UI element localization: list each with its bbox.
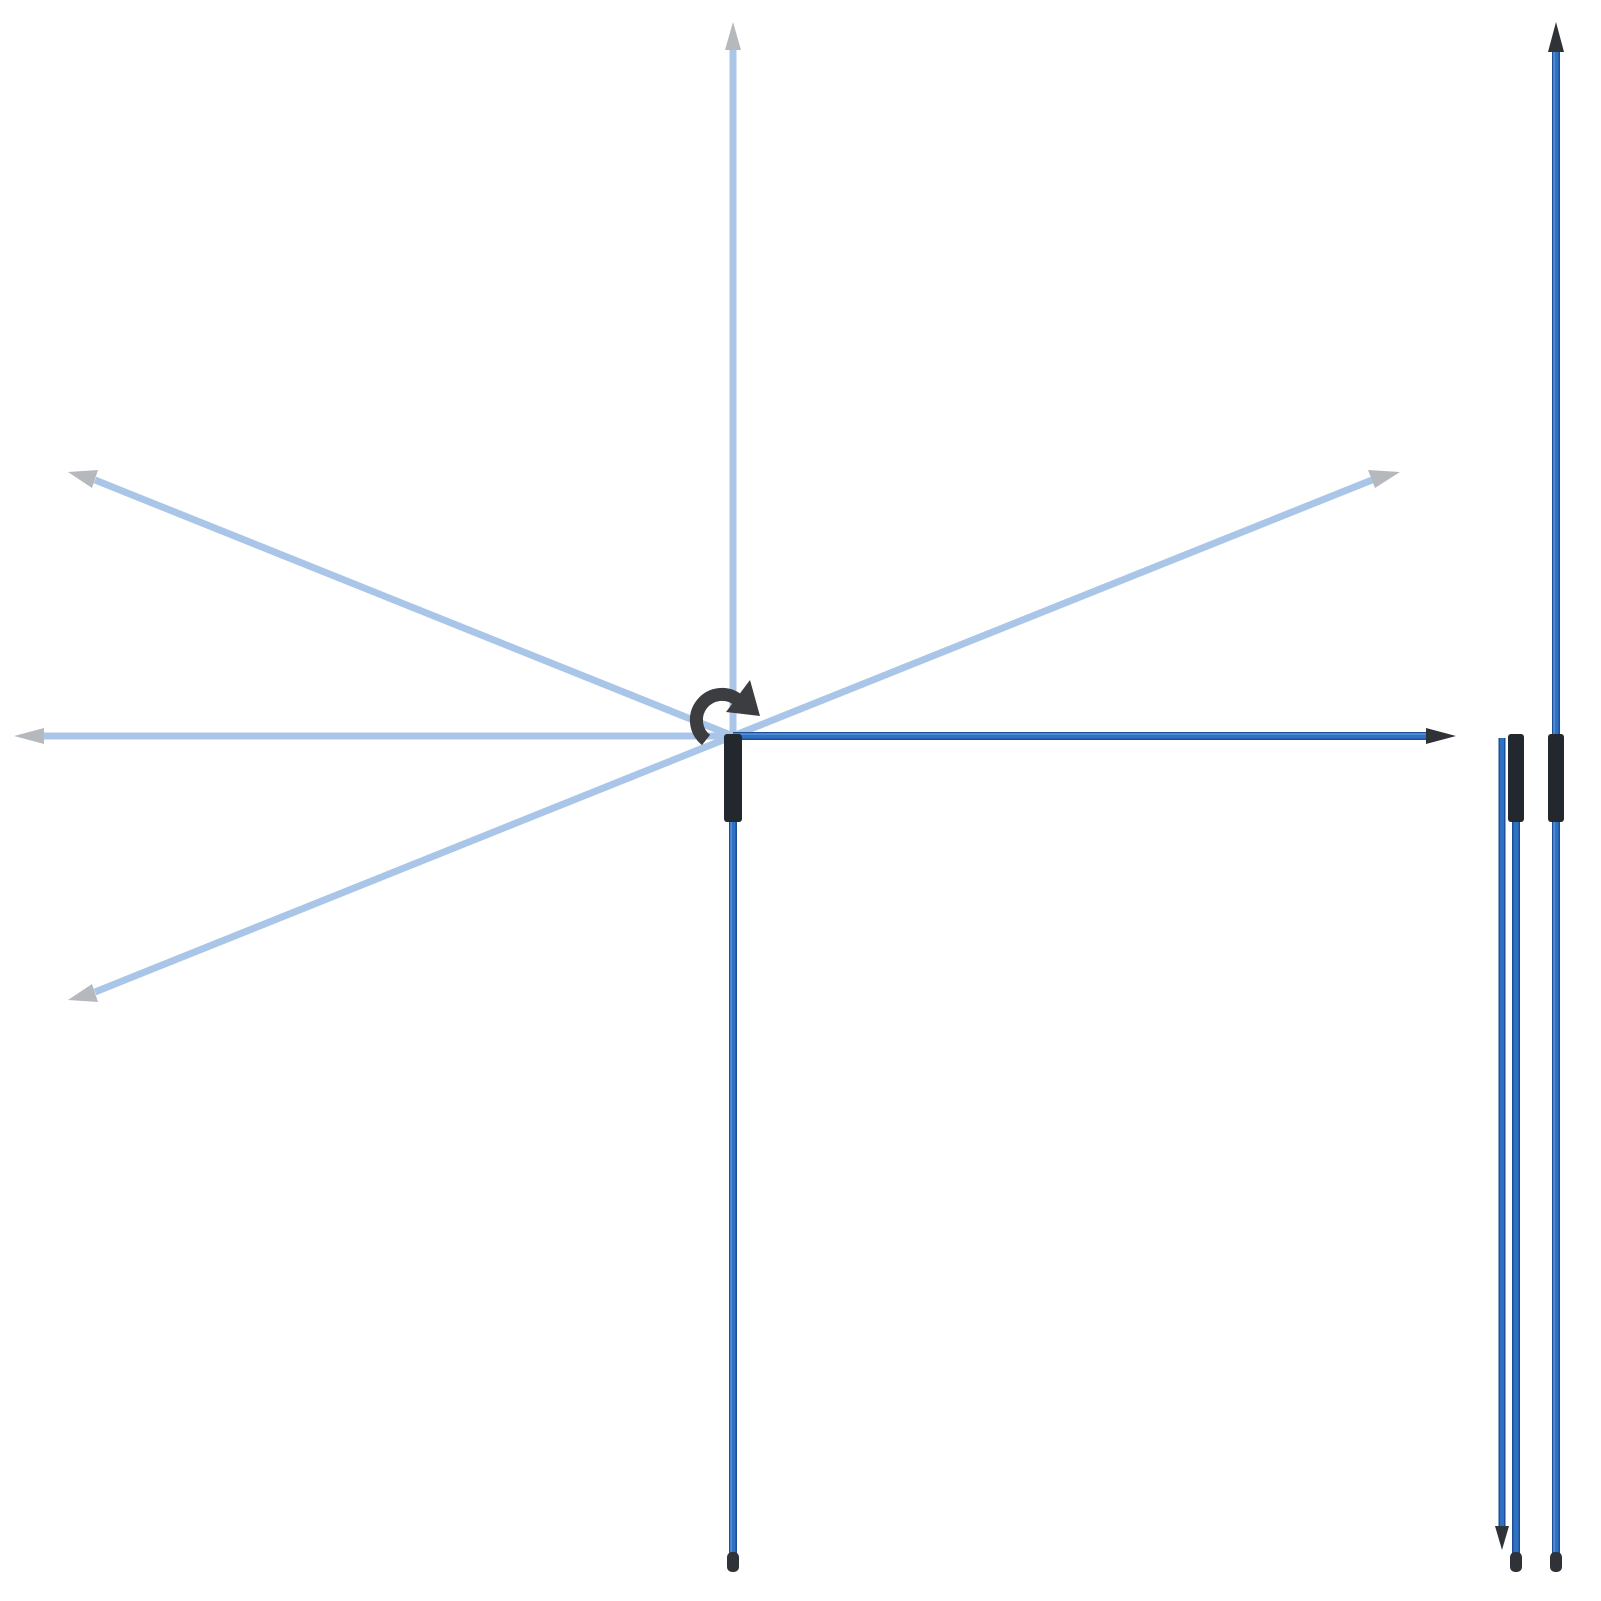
ghost-rod-lower-left xyxy=(68,732,735,1002)
ghost-rod-horizontal-left xyxy=(14,728,733,744)
ghost-positions xyxy=(14,22,1400,1002)
rod-vertical-down xyxy=(727,736,739,1572)
rod-tip xyxy=(1548,22,1564,52)
rod-end-cap xyxy=(1510,1552,1522,1572)
ghost-rod-vertical-up xyxy=(725,22,741,736)
rod-horizontal-right xyxy=(733,728,1456,744)
folded-rod-a xyxy=(1495,738,1509,1550)
rotate-clockwise-icon xyxy=(689,680,760,746)
rod-end-cap xyxy=(1550,1552,1562,1572)
rod-end-cap xyxy=(727,1552,739,1572)
connector-sleeve xyxy=(724,734,742,822)
rod-tip xyxy=(1495,1526,1509,1550)
connector-sleeve xyxy=(1548,734,1564,822)
folded-rod-pair xyxy=(1495,734,1524,1572)
straight-rod xyxy=(1548,22,1564,1572)
ghost-rod-upper-left xyxy=(68,470,735,740)
connector-sleeve xyxy=(1508,734,1524,822)
folded-rod-b xyxy=(1510,738,1522,1572)
rod-tip xyxy=(1426,728,1456,744)
main-assembly xyxy=(724,728,1456,1572)
ghost-rod-upper-right xyxy=(731,470,1400,740)
